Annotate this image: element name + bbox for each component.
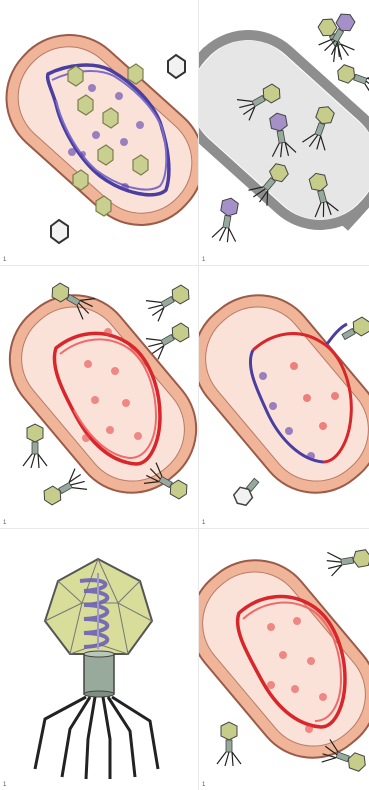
- panel-number: 1: [3, 520, 6, 526]
- bacterial-cell: [0, 10, 198, 249]
- bacterial-cell: [199, 271, 369, 517]
- panel-phages-attach-red-dna: 1: [0, 266, 198, 528]
- panel-cell-lysis: 1: [199, 0, 369, 265]
- tail-fibers: [35, 697, 158, 779]
- panel-number: 1: [202, 520, 205, 526]
- panel-cell-with-red-dna: 1: [199, 529, 369, 790]
- panel-phage-injecting-blue-dna: 1: [199, 266, 369, 528]
- panel-number: 1: [202, 782, 205, 788]
- panel-infection-early: 1: [0, 0, 198, 265]
- phage-collar-tail: [84, 651, 114, 697]
- panel-number: 1: [202, 257, 205, 263]
- panel-number: 1: [3, 257, 6, 263]
- panel-number: 1: [3, 782, 6, 788]
- panel-phage-closeup: 1: [0, 529, 198, 790]
